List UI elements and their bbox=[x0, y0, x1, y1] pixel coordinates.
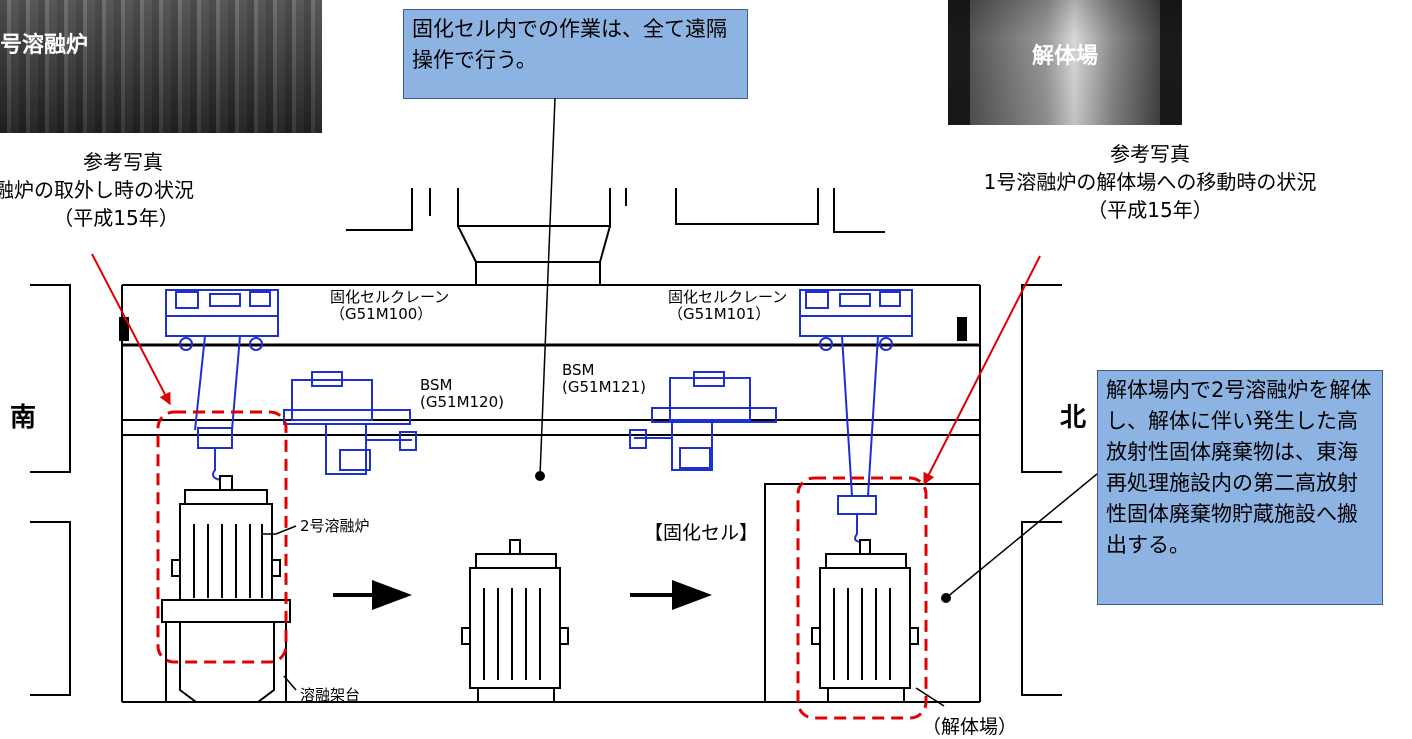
highlight-furnace-right bbox=[796, 476, 928, 720]
melting-stand bbox=[161, 599, 291, 703]
furnace-middle bbox=[461, 539, 569, 703]
reference-photo-right: 解体場 bbox=[948, 0, 1182, 125]
caption-left: 参考写真 融炉の取外し時の状況 （平成15年） bbox=[0, 148, 258, 232]
highlight-furnace-left bbox=[156, 410, 288, 664]
hooks bbox=[197, 427, 877, 543]
reference-photo-left: 号溶融炉 bbox=[0, 0, 322, 133]
dismantle-area-label: （解体場） bbox=[922, 716, 1018, 738]
bsm-left-label: BSM (G51M120) bbox=[420, 377, 504, 411]
caption-right-line2: 1号溶融炉の解体場への移動時の状況 bbox=[983, 170, 1317, 194]
bsm-left-name: BSM bbox=[420, 376, 453, 394]
note-remote-operation: 固化セル内での作業は、全て遠隔操作で行う。 bbox=[403, 9, 748, 99]
caption-right-line1: 参考写真 bbox=[1110, 142, 1190, 166]
bsm-left-id: (G51M120) bbox=[420, 393, 504, 411]
pointer-dot-dismantle bbox=[941, 593, 951, 603]
furnace-left bbox=[171, 475, 281, 601]
direction-south: 南 bbox=[10, 403, 37, 433]
crane-right-label: 固化セルクレーン （G51M101） bbox=[668, 289, 787, 323]
caption-left-line3: （平成15年） bbox=[53, 206, 179, 230]
caption-right: 参考写真 1号溶融炉の解体場への移動時の状況 （平成15年） bbox=[920, 140, 1380, 224]
outer-walls bbox=[30, 284, 1062, 696]
crane-right-id: （G51M101） bbox=[668, 305, 771, 323]
photo-left-label: 号溶融炉 bbox=[0, 33, 89, 58]
bsm-right bbox=[629, 371, 777, 471]
crane-right-name: 固化セルクレーン bbox=[668, 288, 788, 306]
photo-right-label: 解体場 bbox=[1032, 44, 1099, 69]
crane-left bbox=[165, 289, 279, 431]
red-arrow-left bbox=[91, 253, 171, 406]
pointer-dot-cell bbox=[535, 471, 545, 481]
caption-left-line2: 融炉の取外し時の状況 bbox=[0, 178, 194, 202]
direction-north: 北 bbox=[1060, 403, 1087, 433]
ceiling-ducts bbox=[346, 188, 885, 285]
bsm-right-name: BSM bbox=[562, 361, 595, 379]
stand-label: 溶融架台 bbox=[300, 686, 361, 704]
red-arrow-right bbox=[923, 255, 1041, 486]
cell-label: 【固化セル】 bbox=[644, 522, 759, 544]
crane-left-name: 固化セルクレーン bbox=[330, 288, 450, 306]
bsm-right-id: (G51M121) bbox=[562, 378, 646, 396]
furnace-label: 2号溶融炉 bbox=[300, 517, 370, 535]
crane-left-id: （G51M100） bbox=[330, 305, 433, 323]
crane-left-label: 固化セルクレーン （G51M100） bbox=[330, 289, 449, 323]
bsm-right-label: BSM (G51M121) bbox=[562, 362, 646, 396]
crane-right bbox=[799, 289, 913, 497]
note-dismantling: 解体場内で2号溶融炉を解体し、解体に伴い発生した高放射性固体廃棄物は、東海再処理… bbox=[1097, 370, 1383, 605]
movement-arrow-1 bbox=[333, 580, 412, 610]
caption-left-line1: 参考写真 bbox=[83, 150, 163, 174]
leader-lines bbox=[262, 97, 1098, 707]
bsm-left bbox=[283, 371, 417, 475]
movement-arrow-2 bbox=[630, 580, 712, 610]
furnace-right bbox=[811, 539, 919, 703]
caption-right-line3: （平成15年） bbox=[1087, 198, 1213, 222]
